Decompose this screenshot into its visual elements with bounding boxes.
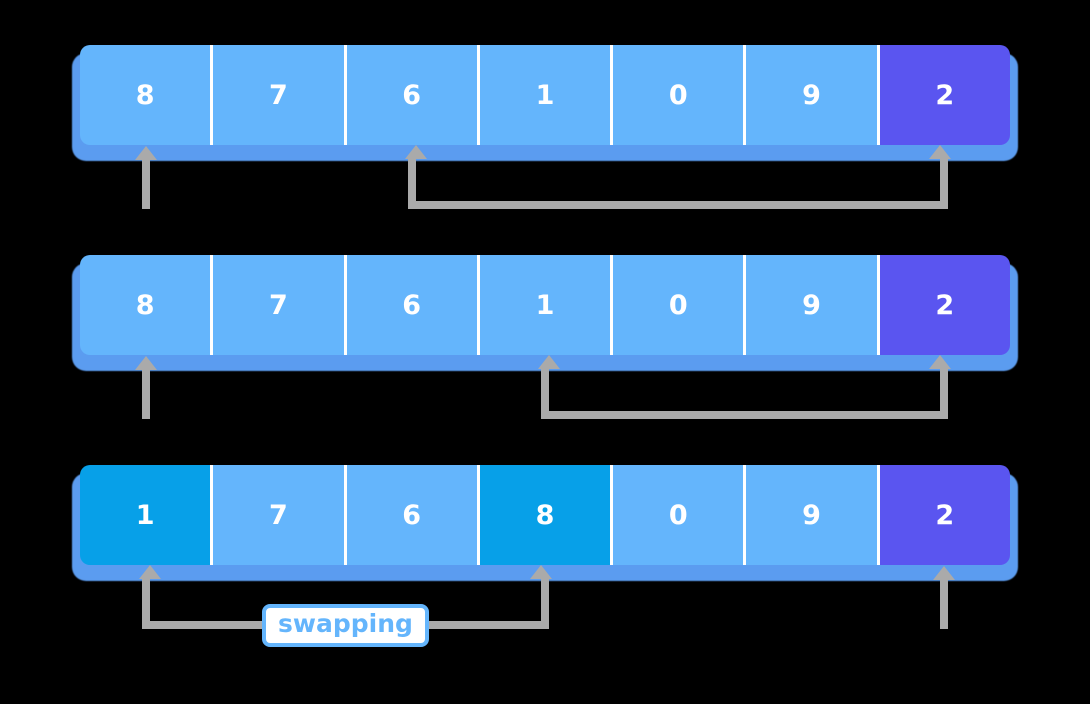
swap-bracket bbox=[405, 145, 951, 209]
array-cell[interactable]: 6 bbox=[343, 465, 477, 565]
array-cell[interactable]: 8 bbox=[476, 465, 611, 565]
array-cell[interactable]: 2 bbox=[876, 465, 1010, 565]
array-cell[interactable]: 0 bbox=[610, 465, 744, 565]
array-cell[interactable]: 7 bbox=[210, 45, 344, 145]
swap-bracket bbox=[538, 355, 951, 419]
array-cell[interactable]: 0 bbox=[610, 45, 744, 145]
swapping-label: swapping bbox=[262, 604, 429, 647]
array-cell[interactable]: 9 bbox=[743, 255, 877, 355]
array-cell[interactable]: 8 bbox=[80, 45, 211, 145]
array-cell[interactable]: 2 bbox=[876, 45, 1010, 145]
pointer-arrow bbox=[142, 369, 151, 419]
array-cell[interactable]: 8 bbox=[80, 255, 211, 355]
array-cell[interactable]: 1 bbox=[80, 465, 211, 565]
array-cell[interactable]: 7 bbox=[210, 465, 344, 565]
array-cell[interactable]: 6 bbox=[343, 255, 477, 355]
array-cell[interactable]: 7 bbox=[210, 255, 344, 355]
array-cell[interactable]: 6 bbox=[343, 45, 477, 145]
array-cell[interactable]: 2 bbox=[876, 255, 1010, 355]
array-cell[interactable]: 9 bbox=[743, 45, 877, 145]
pointer-arrow bbox=[142, 159, 151, 209]
array-cell[interactable]: 0 bbox=[610, 255, 744, 355]
array-cell[interactable]: 1 bbox=[476, 255, 611, 355]
array-cell[interactable]: 1 bbox=[476, 45, 611, 145]
pointer-arrow bbox=[939, 579, 948, 629]
array-cell[interactable]: 9 bbox=[743, 465, 877, 565]
